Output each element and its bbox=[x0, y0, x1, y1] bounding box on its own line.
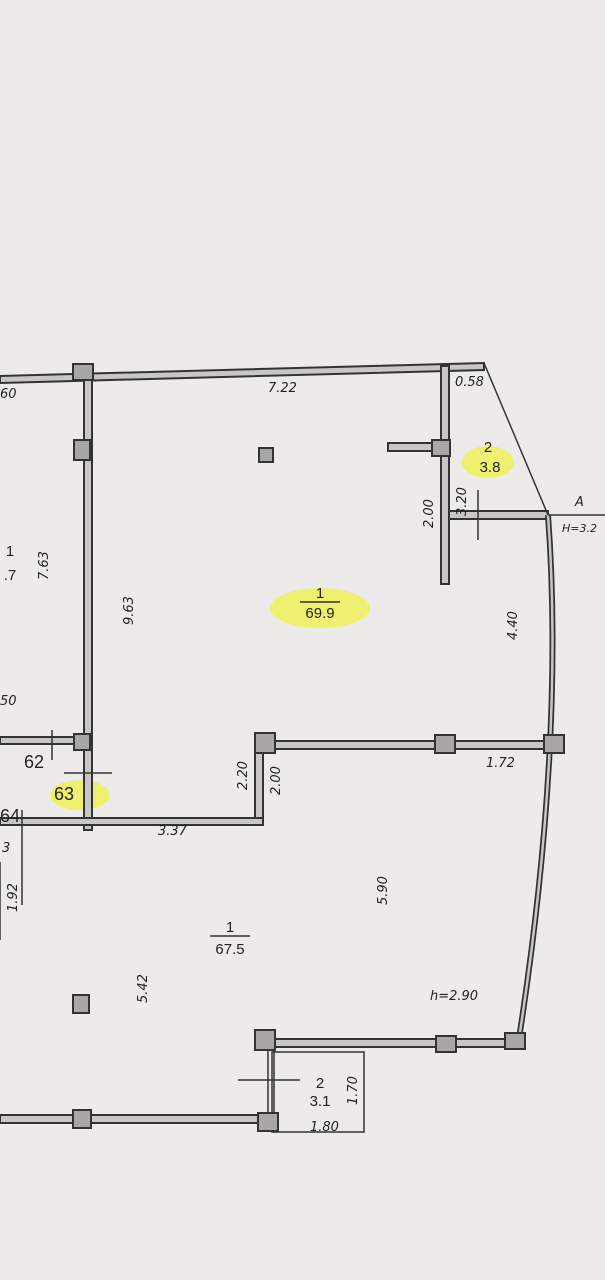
dim-balcony-height: 1.70 bbox=[346, 1076, 361, 1105]
highlight-room-69-9 bbox=[270, 588, 370, 628]
room-left-area: .7 bbox=[4, 567, 17, 584]
section-marker-height: H=3.2 bbox=[562, 522, 597, 535]
room-69-9-area: 69.9 bbox=[305, 605, 334, 622]
dim-ceiling-height: h=2.90 bbox=[430, 989, 478, 1004]
dim-corner: 0.58 bbox=[455, 375, 484, 390]
dim-lower-left-height: 5.42 bbox=[136, 974, 151, 1003]
room-3-1-number: 2 bbox=[316, 1075, 324, 1092]
room-69-9-number: 1 bbox=[316, 585, 324, 602]
dim-partition-a: 2.00 bbox=[422, 499, 437, 528]
room-3-8-number: 2 bbox=[484, 439, 492, 456]
room-left-number: 1 bbox=[6, 543, 14, 560]
dim-right-segment: 1.72 bbox=[486, 756, 515, 771]
highlight-room-3-8 bbox=[462, 446, 514, 478]
unit-number-64: 64 bbox=[0, 806, 20, 826]
unit-number-63: 63 bbox=[54, 784, 74, 804]
dim-top-width: 7.22 bbox=[268, 381, 297, 396]
dim-lower-width: 3.37 bbox=[158, 824, 188, 839]
dim-left-top: 60 bbox=[0, 387, 17, 402]
dim-left-mid: 50 bbox=[0, 694, 17, 709]
dim-step-a: 2.20 bbox=[236, 761, 251, 790]
room-3-8-area: 3.8 bbox=[480, 459, 501, 476]
dim-right-height: 4.40 bbox=[506, 611, 521, 640]
dim-left-height: 9.63 bbox=[122, 596, 137, 625]
room-67-5-number: 1 bbox=[226, 919, 234, 936]
dim-partition-b: 3.20 bbox=[455, 487, 470, 516]
highlight-unit-63 bbox=[50, 780, 110, 810]
room-67-5-area: 67.5 bbox=[215, 941, 244, 958]
walls bbox=[0, 361, 605, 1133]
section-marker-letter: A bbox=[574, 495, 584, 510]
room-3-1-area: 3.1 bbox=[310, 1093, 331, 1110]
dim-left-low: 1.92 bbox=[6, 883, 21, 912]
dim-step-b: 2.00 bbox=[269, 766, 284, 795]
unit-number-62: 62 bbox=[24, 752, 44, 772]
columns bbox=[72, 363, 565, 1132]
dim-left-small: 3 bbox=[2, 841, 10, 856]
dim-left-room-height: 7.63 bbox=[37, 551, 52, 580]
dim-balcony-width: 1.80 bbox=[310, 1120, 339, 1135]
dim-lower-height: 5.90 bbox=[376, 876, 391, 905]
